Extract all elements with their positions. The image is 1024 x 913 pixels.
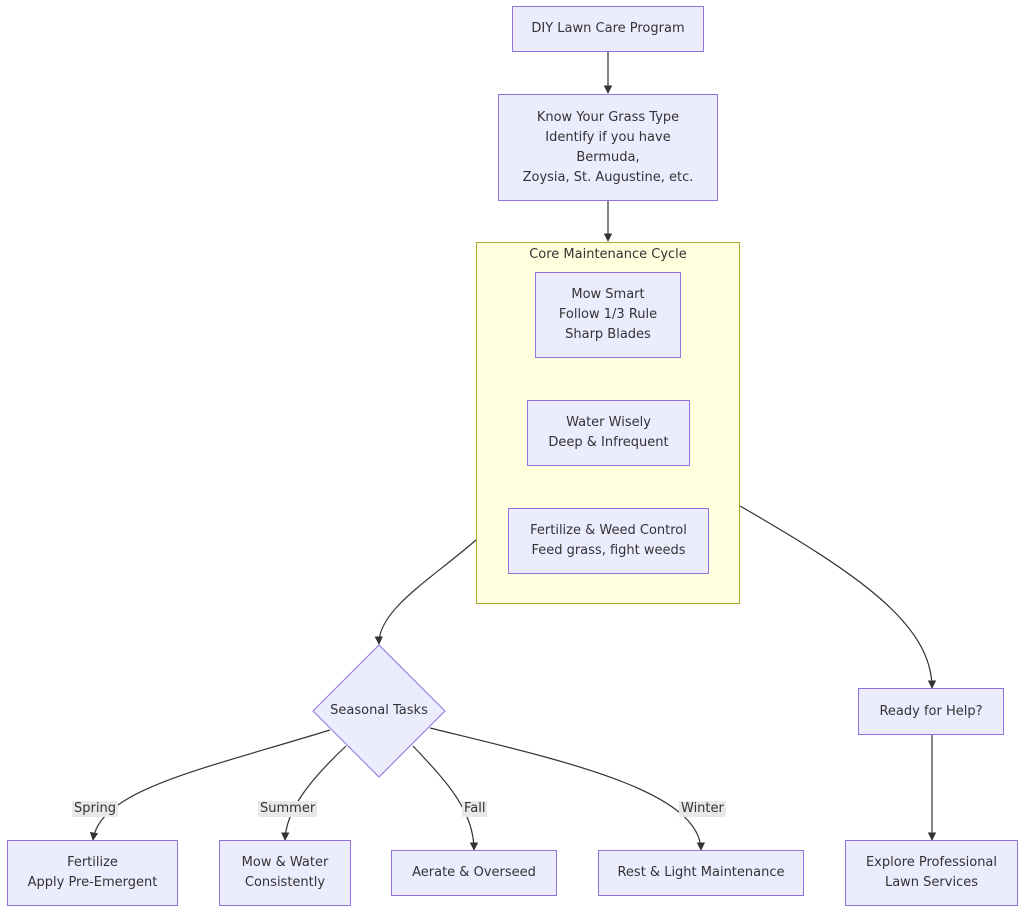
edge-label-summer: Summer bbox=[258, 801, 318, 817]
edge-label-spring: Spring bbox=[72, 801, 118, 817]
node-line: Lawn Services bbox=[884, 875, 978, 890]
node-mow-smart: Mow Smart Follow 1/3 Rule Sharp Blades bbox=[535, 272, 681, 358]
node-line: DIY Lawn Care Program bbox=[531, 21, 685, 36]
node-line: Ready for Help? bbox=[879, 703, 983, 719]
node-line: Aerate & Overseed bbox=[412, 865, 536, 880]
node-fertilize-weed-control: Fertilize & Weed Control Feed grass, fig… bbox=[508, 508, 709, 574]
edge-label-winter: Winter bbox=[679, 801, 726, 817]
node-line: Mow & Water bbox=[241, 855, 329, 870]
node-summer-mow-water: Mow & Water Consistently bbox=[219, 840, 351, 906]
node-diy-lawn-care-program: DIY Lawn Care Program bbox=[512, 6, 704, 52]
node-line: Zoysia, St. Augustine, etc. bbox=[522, 169, 694, 185]
node-line: Mow Smart bbox=[571, 287, 645, 302]
node-line: Apply Pre-Emergent bbox=[27, 875, 158, 890]
seasonal-tasks-diamond bbox=[312, 644, 446, 778]
edge-seasonal-fall bbox=[412, 745, 479, 851]
node-spring-fertilize: Fertilize Apply Pre-Emergent bbox=[7, 840, 178, 906]
node-line: Bermuda, bbox=[576, 149, 640, 165]
node-line: Fertilize & Weed Control bbox=[530, 523, 687, 538]
node-line: Consistently bbox=[244, 875, 326, 890]
node-winter-rest: Rest & Light Maintenance bbox=[598, 850, 804, 896]
node-line: Follow 1/3 Rule bbox=[558, 307, 658, 322]
cluster-title: Core Maintenance Cycle bbox=[529, 247, 687, 262]
edge-seasonal-spring bbox=[89, 729, 331, 841]
node-line: Know Your Grass Type bbox=[536, 109, 680, 125]
node-line: Deep & Infrequent bbox=[548, 435, 669, 450]
node-line: Fertilize bbox=[67, 855, 118, 870]
node-line: Rest & Light Maintenance bbox=[617, 865, 785, 880]
seasonal-tasks-label: Seasonal Tasks bbox=[330, 703, 428, 718]
edge-cluster-help bbox=[739, 505, 937, 689]
node-water-wisely: Water Wisely Deep & Infrequent bbox=[527, 400, 690, 466]
node-fall-aerate-overseed: Aerate & Overseed bbox=[391, 850, 557, 896]
edge-cluster-seasonal bbox=[374, 539, 477, 645]
edge-seasonal-winter bbox=[429, 727, 706, 851]
node-know-grass-type: Know Your Grass Type Identify if you hav… bbox=[498, 94, 718, 201]
node-ready-for-help: Ready for Help? bbox=[858, 688, 1004, 735]
node-line: Feed grass, fight weeds bbox=[531, 543, 686, 558]
node-line: Explore Professional bbox=[865, 855, 998, 870]
node-line: Water Wisely bbox=[566, 415, 651, 430]
node-line: Sharp Blades bbox=[565, 327, 651, 342]
edge-seasonal-summer bbox=[281, 745, 347, 841]
edge-label-fall: Fall bbox=[462, 801, 488, 817]
node-explore-professional: Explore Professional Lawn Services bbox=[845, 840, 1018, 906]
node-line: Identify if you have bbox=[545, 129, 671, 145]
